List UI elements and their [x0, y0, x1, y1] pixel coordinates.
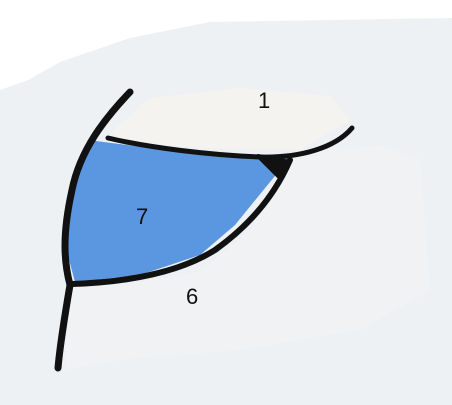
region-6-label: 6 [186, 284, 198, 309]
region-7-label: 7 [136, 204, 148, 229]
region-1-label: 1 [258, 88, 270, 113]
